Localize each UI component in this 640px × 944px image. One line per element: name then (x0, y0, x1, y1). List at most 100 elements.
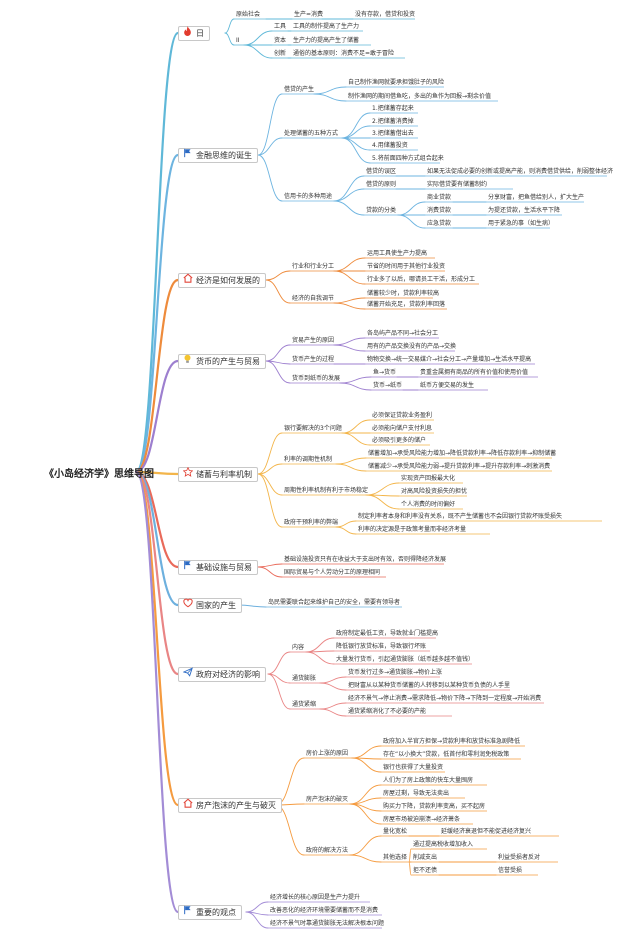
root-topic-title[interactable]: 《小岛经济学》思维导图 (44, 469, 154, 480)
node-loan-standard: 降低银行放贷标准，导致银行坏账 (336, 643, 427, 650)
node-min-wage: 政府制定最低工资，导致就业门槛提高 (336, 630, 439, 637)
node-raise-tax: 通过提高税收增加收入 (413, 841, 474, 848)
node-capital: 资本 (274, 37, 287, 44)
branch-b1-node[interactable]: 日 (178, 25, 210, 41)
node-borrow-fish: 制作渔网的期间借鱼吃，多出的鱼作为回报→剩余价值 (348, 93, 492, 100)
node-gov-intervention: 政府干预利率的弊端 (284, 519, 339, 526)
node-rate-mechanism: 利率的调期性机制 (284, 456, 333, 463)
node-opposed: 利益受损者反对 (498, 854, 541, 861)
node-rate-stability: 周期性利率机制有利于市场稳定 (284, 487, 369, 494)
node-fishnet-risk: 自己制作渔网就要承担饿肚子的风险 (348, 79, 445, 86)
node-cut-spending: 削减支出 (413, 854, 438, 861)
branch-b10-node[interactable]: 重要的观点 (178, 904, 242, 920)
node-gov-solution: 政府的解决方法 (306, 847, 349, 854)
node-money-to-paper-money: 货币→纸币 (373, 382, 403, 389)
node-gov-guarantee: 政府加入半官方担保→贷款利率和放贷标准急剧降低 (383, 738, 521, 745)
home-icon (182, 273, 193, 287)
node-policy-decision: 利率的决定源是于政策考量而非经济考量 (358, 526, 467, 533)
branch-label: 基础设施与贸易 (196, 562, 252, 572)
node-five-ways: 处理储蓄的五种方式 (284, 130, 339, 137)
node-lending-principle: 借贷的原则 (366, 181, 397, 188)
node-content: 内容 (292, 644, 305, 651)
branch-label: 货币的产生与贸易 (196, 356, 260, 366)
node-deflation-a: 经济不景气→停止消费→需求降低→物价下降→下降到一定程度→开始消费 (348, 695, 542, 702)
star-icon (182, 466, 193, 481)
node-commercial-loan-desc: 分享财富，把鱼借给别人，扩大生产 (488, 194, 585, 201)
node-way-1: 1.把储蓄存起来 (372, 105, 414, 112)
branch-b2-node[interactable]: 金融思维的诞生 (178, 147, 258, 163)
node-money-process: 货币产生的过程 (292, 356, 335, 363)
node-self-regulation: 经济的自我调节 (292, 295, 335, 302)
node-lending-myth-desc: 如果无法促成必要的创新或提高产能，则消费借贷供给，削弱整体经济 (427, 168, 614, 175)
branch-label: 政府对经济的影响 (196, 669, 260, 679)
node-way-4: 4.用储蓄投资 (372, 142, 408, 149)
node-savings-increase: 储蓄增加→承受风险能力增加→降低贷款利率→降低存款利率→抑制储蓄 (368, 450, 557, 457)
node-industry-division: 行业和行业分工 (292, 263, 335, 270)
node-qe: 量化宽松 (383, 828, 408, 835)
node-hoard: 人们为了房上政策的快车大量囤房 (383, 777, 474, 784)
node-other-options: 其他选择 (383, 854, 408, 861)
node-savings-enough: 储蓄开始充足，贷款利率回落 (367, 301, 446, 308)
node-b1-second: II (236, 37, 240, 44)
branch-b5-node[interactable]: 储蓄与利率机制 (178, 466, 258, 482)
branch-label: 储蓄与利率机制 (196, 469, 252, 479)
node-no-savings: 没有存款，借贷和投资 (355, 11, 416, 18)
node-collapse: 房屋市场被迫崩溃→经济萧条 (383, 816, 461, 823)
node-innovation-desc: 通俗的基本原则：消费不足=敢于冒险 (293, 50, 395, 57)
node-exchange: 用有的产品交换没有的产品→交换 (367, 343, 457, 350)
branch-b4-node[interactable]: 货币的产生与贸易 (178, 353, 266, 369)
branch-b9-node[interactable]: 房产泡沫的产生与破灭 (178, 797, 282, 813)
node-savings-decrease: 储蓄减少→承受风险能力弱→提升贷款利率→提升存款利率→刺激消费 (368, 463, 551, 470)
node-emergency-loan-desc: 用于紧急的事（如生病） (488, 220, 555, 227)
node-low-savings: 储蓄较少时，贷款利率较高 (367, 290, 440, 297)
node-default: 拒不还债 (413, 867, 438, 874)
node-view-productivity: 经济增长的核心原因是生产力提升 (270, 894, 361, 901)
node-innovation: 创新 (274, 50, 287, 57)
fire-icon (182, 26, 193, 40)
branch-b8-node[interactable]: 政府对经济的影响 (178, 666, 266, 682)
node-bubble-burst: 房产泡沫的破灭 (306, 796, 349, 803)
home-icon (182, 798, 193, 812)
branch-label: 金融思维的诞生 (196, 150, 252, 160)
node-money-to-paper: 货币到纸币的发展 (292, 375, 341, 382)
branch-label: 国家的产生 (196, 600, 236, 610)
node-intl-trade: 国际贸易与个人劳动分工的原理相同 (284, 569, 381, 576)
branch-label: 房产泡沫的产生与破灭 (196, 800, 276, 810)
node-credit-uses: 信用卡的多种用途 (284, 193, 333, 200)
node-pay-interest: 必须能向储户支付利息 (372, 425, 433, 432)
node-commercial-loan: 商业贷款 (427, 194, 452, 201)
node-way-3: 3.把储蓄借出去 (372, 130, 414, 137)
heart-icon (182, 598, 193, 612)
flag-icon (182, 905, 193, 919)
node-lending-myth: 借贷的误区 (366, 168, 397, 175)
node-inflation: 通货膨胀 (292, 675, 317, 682)
paper-plane-icon (182, 667, 193, 681)
node-tools-desc: 工具的制作提高了生产力 (293, 23, 360, 30)
node-consumer-loan: 消费贷款 (427, 207, 452, 214)
node-surplus: 房屋过剩，导致无法卖出 (383, 790, 450, 797)
node-fish-to-money: 鱼→货币 (373, 369, 397, 376)
node-small-for-big: 存在“以小换大”贷款，低首付和零利润免税政策 (383, 751, 510, 758)
node-view-inflation: 经济不景气时靠通货膨胀无法解决根本问题 (270, 920, 385, 927)
node-maximize-return: 实现资产回报最大化 (401, 475, 456, 482)
node-tools-productivity: 运用工具使生产力提高 (367, 250, 428, 257)
node-risk-worry: 对高风险投资损失的担忧 (401, 488, 468, 495)
node-different-products: 各岛屿产品不同→社会分工 (367, 330, 439, 337)
node-barter-to-medium: 物物交换→统一交易媒介→社会分工→产量增加→生活水平提高 (367, 356, 532, 363)
branch-label: 日 (196, 28, 204, 38)
branch-b7-node[interactable]: 国家的产生 (178, 597, 242, 613)
lightbulb-icon (182, 354, 193, 368)
node-way-2: 2.把储蓄消费掉 (372, 118, 414, 125)
node-attract-depositors: 必须吸引更多的储户 (372, 437, 427, 444)
node-bank-problems: 银行要解决的3个问题 (284, 425, 342, 432)
branch-b3-node[interactable]: 经济是如何发展的 (178, 272, 266, 288)
node-tools: 工具 (274, 23, 287, 30)
node-consumer-loan-desc: 为提还贷款，生活水平下降 (488, 207, 561, 214)
node-loan-types: 贷款的分类 (366, 207, 397, 214)
branch-b6-node[interactable]: 基础设施与贸易 (178, 559, 258, 575)
node-infrastructure: 基础设施投资只有在收益大于支出时有效，否则得降经济发展 (284, 556, 447, 563)
node-print-money: 大量发行货币，引起通货膨胀（纸币越多越不值钱） (336, 656, 475, 663)
node-inflation-b: 把财富从以某种货币储蓄的人转移到以某种货币负债的人手里 (348, 682, 511, 689)
